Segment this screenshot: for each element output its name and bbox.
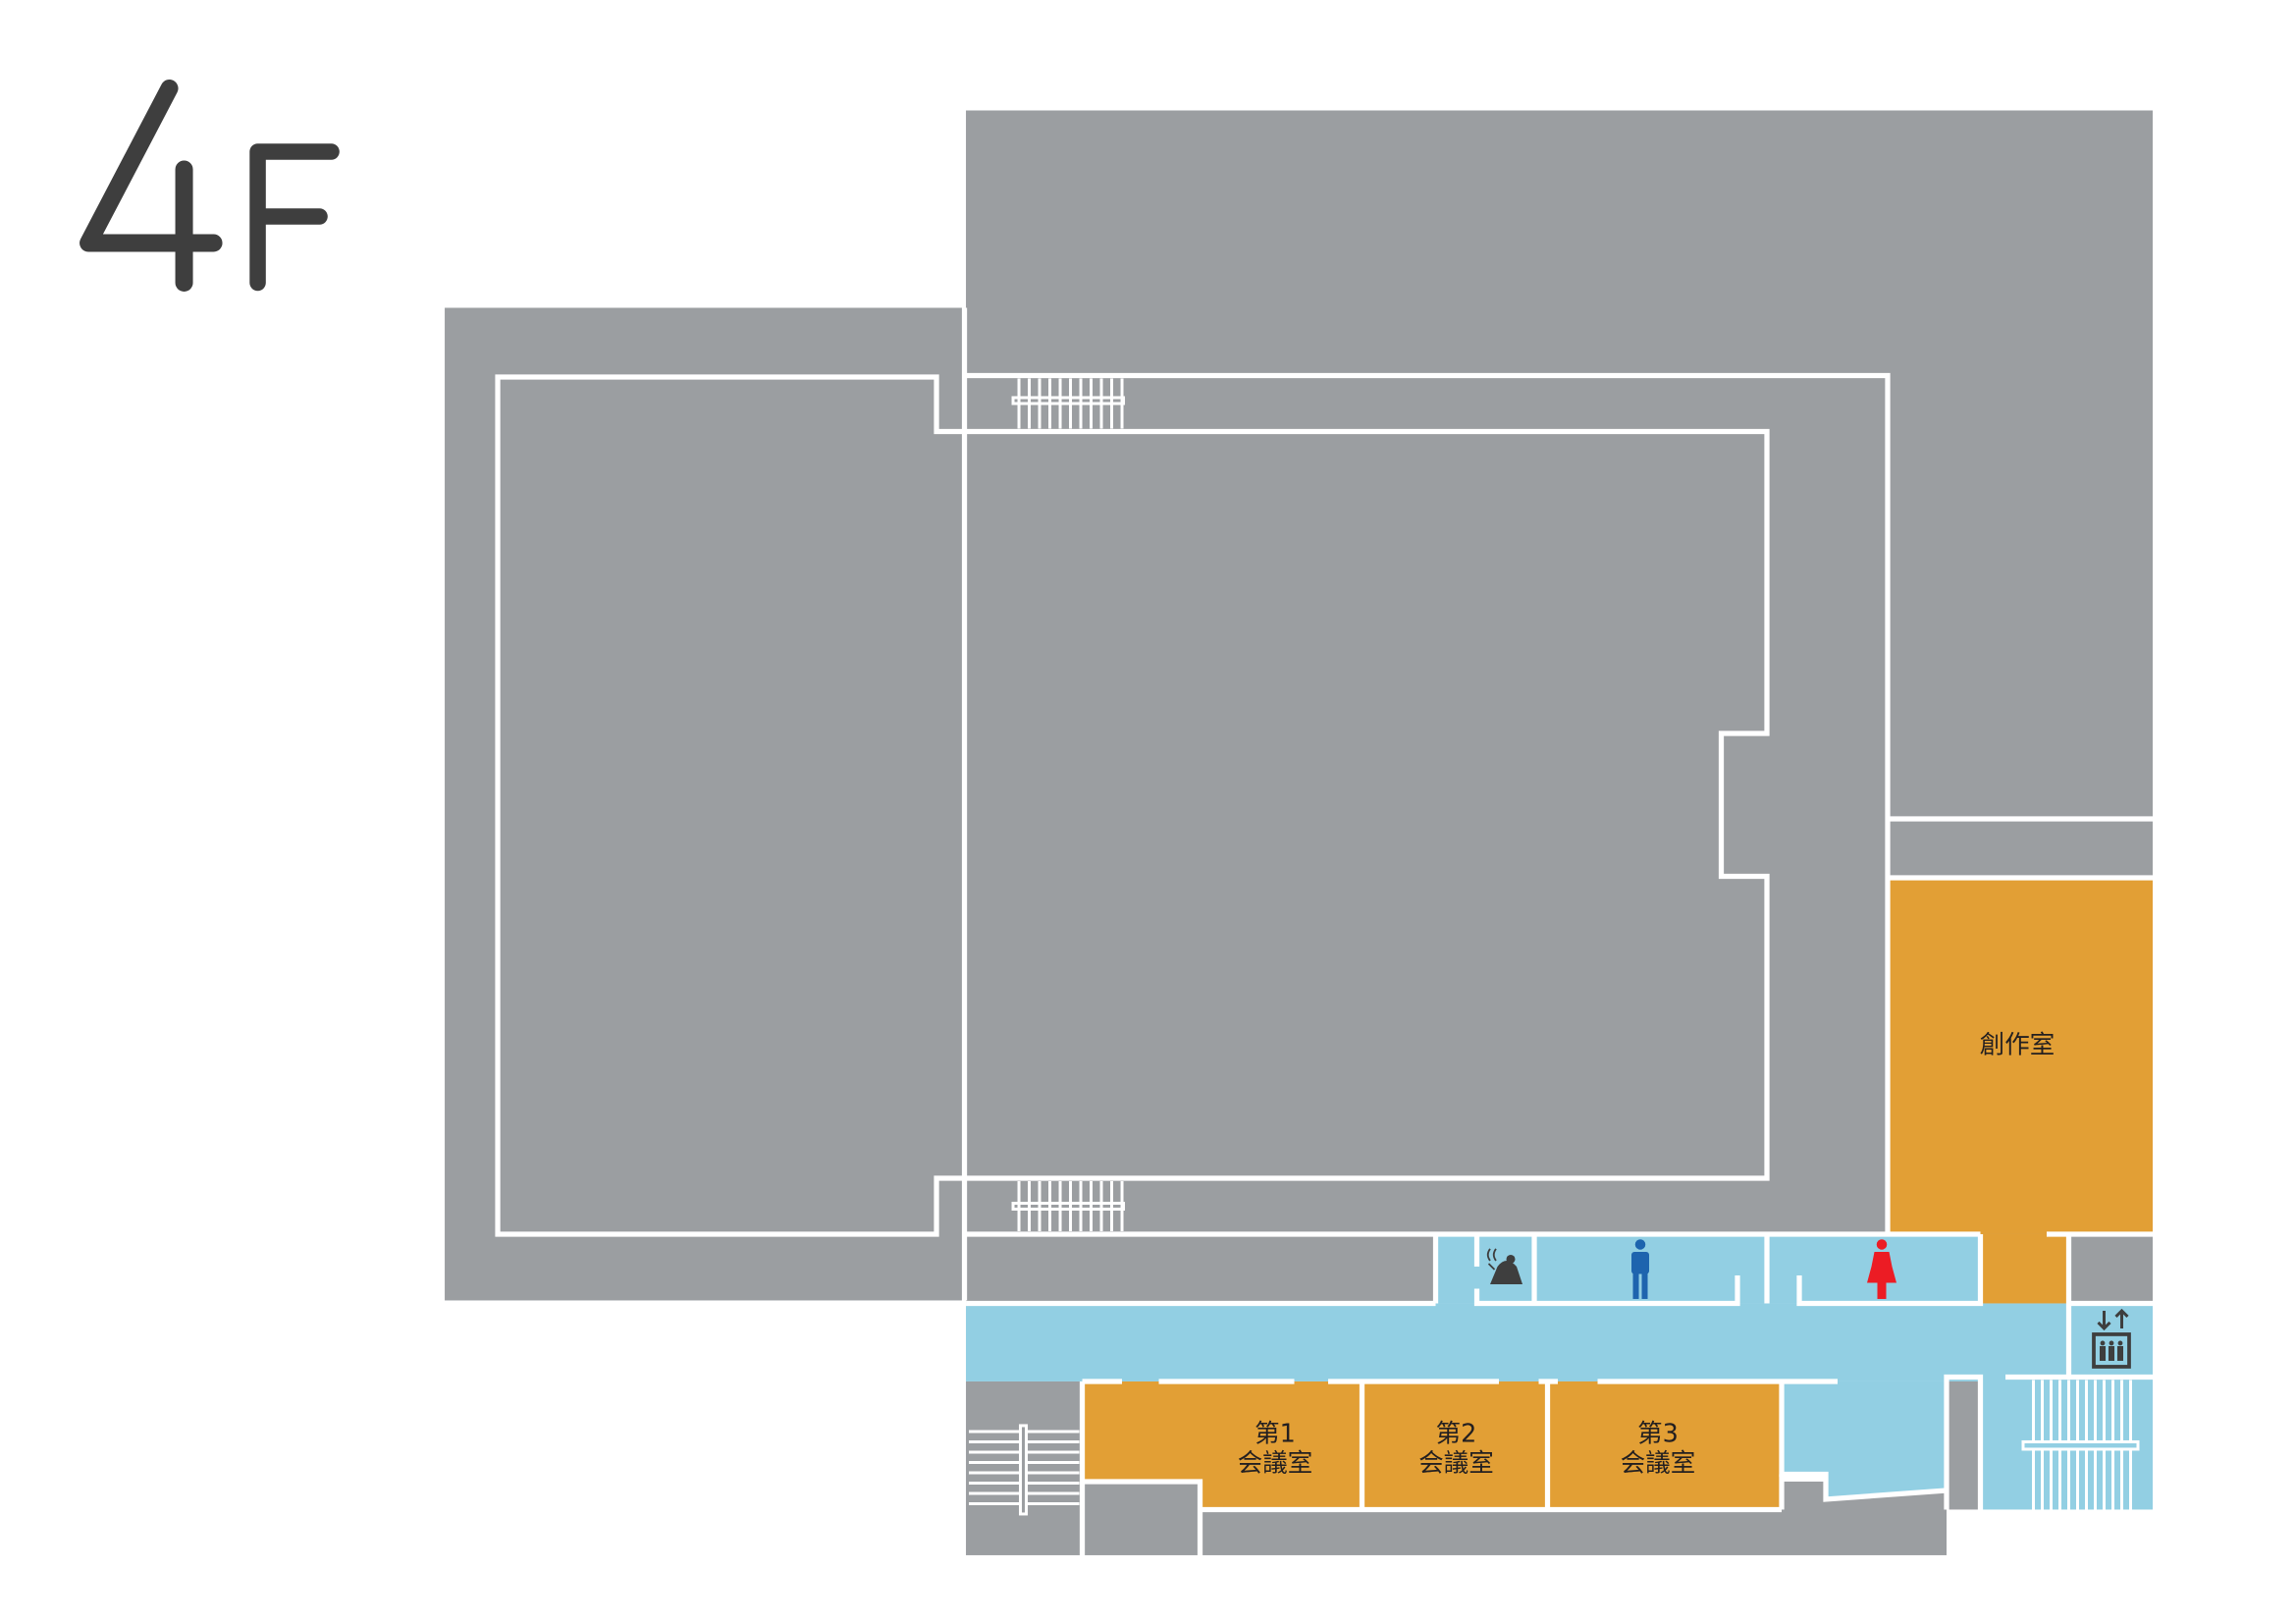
male-toilet-icon <box>1631 1239 1650 1299</box>
building-base <box>445 110 2153 1555</box>
studio-room[interactable] <box>1889 879 2153 1234</box>
studio-label: 創作室 <box>1980 1030 2055 1059</box>
meeting-room-1-label: 会議室 <box>1238 1448 1312 1478</box>
elevator-icon <box>2092 1308 2131 1369</box>
meeting-room-2[interactable] <box>1363 1380 1547 1510</box>
kettle-icon <box>1486 1248 1523 1284</box>
meeting-room-2-number: 第2 <box>1436 1419 1477 1448</box>
meeting-room-3[interactable] <box>1549 1380 1783 1510</box>
meeting-room-3-label: 会議室 <box>1621 1448 1695 1478</box>
female-toilet-icon <box>1867 1239 1897 1299</box>
walls <box>495 307 2153 1555</box>
meeting-room-1-number: 第1 <box>1255 1419 1296 1448</box>
stairs-icon <box>969 378 2140 1516</box>
floor-label: 4 F <box>80 79 340 292</box>
meeting-room-2-label: 会議室 <box>1418 1448 1493 1478</box>
meeting-room-3-number: 第3 <box>1637 1419 1679 1448</box>
meeting-room-1[interactable] <box>1082 1380 1362 1510</box>
